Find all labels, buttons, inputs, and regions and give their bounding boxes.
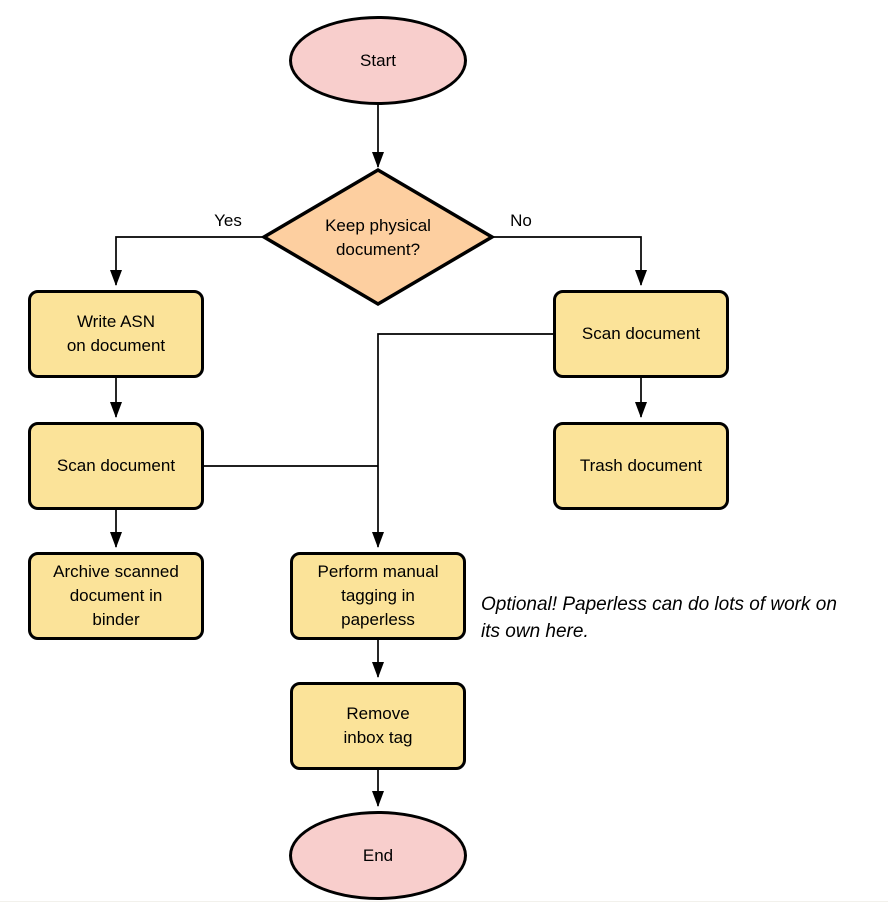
node-trash-document: Trash document (553, 422, 729, 510)
node-write-asn-label: Write ASN on document (66, 312, 166, 355)
edge-label-no: No (510, 211, 532, 230)
node-scan-right-label: Scan document (581, 324, 701, 343)
node-scan-document-left: Scan document (28, 422, 204, 510)
node-archive-label: Archive scanned document in binder (53, 562, 179, 629)
node-start: Start (289, 16, 467, 105)
edge-decision-no-to-scan-right (492, 236, 647, 286)
node-end: End (289, 811, 467, 900)
node-tagging-label: Perform manual tagging in paperless (317, 562, 439, 629)
node-write-asn-on-document: Write ASN on document (28, 290, 204, 378)
node-scan-left-label: Scan document (56, 456, 176, 475)
node-remove-inbox-tag: Remove inbox tag (290, 682, 466, 770)
node-start-label: Start (360, 50, 396, 70)
node-trash-label: Trash document (579, 456, 703, 475)
edge-scan-right-to-tagging (372, 333, 553, 548)
node-decision-label-box: Keep physical document? (278, 213, 478, 263)
edge-label-yes: Yes (214, 211, 242, 230)
edge-decision-yes-to-write-asn (110, 236, 264, 286)
node-decision-label: Keep physical document? (325, 216, 431, 259)
page-bottom-divider (0, 901, 888, 902)
node-perform-manual-tagging: Perform manual tagging in paperless (290, 552, 466, 640)
node-end-label: End (362, 845, 394, 865)
decision-diamond-shape (260, 167, 496, 307)
node-archive-scanned-document: Archive scanned document in binder (28, 552, 204, 640)
node-remove-label: Remove inbox tag (343, 704, 413, 747)
node-scan-document-right: Scan document (553, 290, 729, 378)
optional-note: Optional! Paperless can do lots of work … (481, 594, 837, 642)
